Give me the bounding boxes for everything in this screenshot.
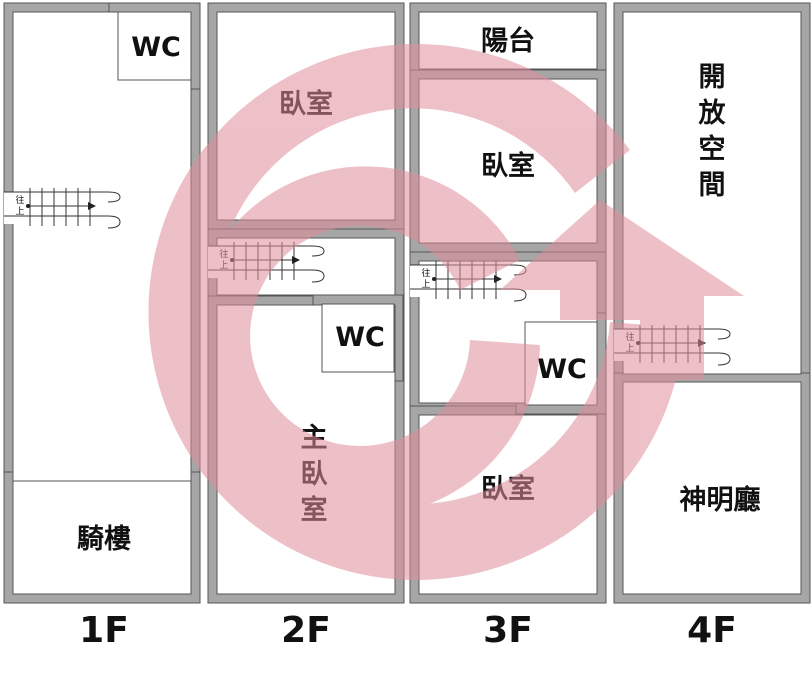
floor-label-2f: 2F — [281, 610, 331, 651]
floor-label-1f: 1F — [79, 610, 129, 651]
room-label-4f-shrine-hall: 神明廳 — [680, 484, 761, 516]
stairs-1f: 往上 — [4, 188, 121, 229]
stair-label-3f: 上 — [421, 279, 430, 290]
logo-house-arrow — [500, 200, 744, 380]
stair-label-1f: 上 — [15, 206, 24, 217]
stair-label-3f: 往 — [421, 267, 430, 279]
floor-label-4f: 4F — [687, 610, 737, 651]
floor-labels: 1F 2F 3F 4F — [79, 610, 737, 651]
house-g-logo-watermark — [148, 43, 744, 580]
room-label-1f-wc: WC — [131, 32, 181, 63]
floor-1f-wc — [117, 11, 192, 81]
room-label-4f-open-space: 開放空間 — [698, 62, 727, 201]
floor-label-3f: 3F — [483, 610, 533, 651]
logo-inner-ring — [190, 166, 540, 517]
floor-2f-wc — [321, 303, 395, 373]
floor-1f-arcade — [12, 480, 192, 595]
room-label-1f-arcade: 騎樓 — [77, 524, 131, 555]
room-label-2f-wc: WC — [335, 322, 385, 353]
room-label-3f-wc: WC — [537, 354, 587, 385]
room-label-3f-bedroom-top: 臥室 — [481, 150, 535, 182]
room-label-3f-balcony: 陽台 — [481, 25, 535, 57]
stair-label-1f: 往 — [15, 194, 24, 206]
